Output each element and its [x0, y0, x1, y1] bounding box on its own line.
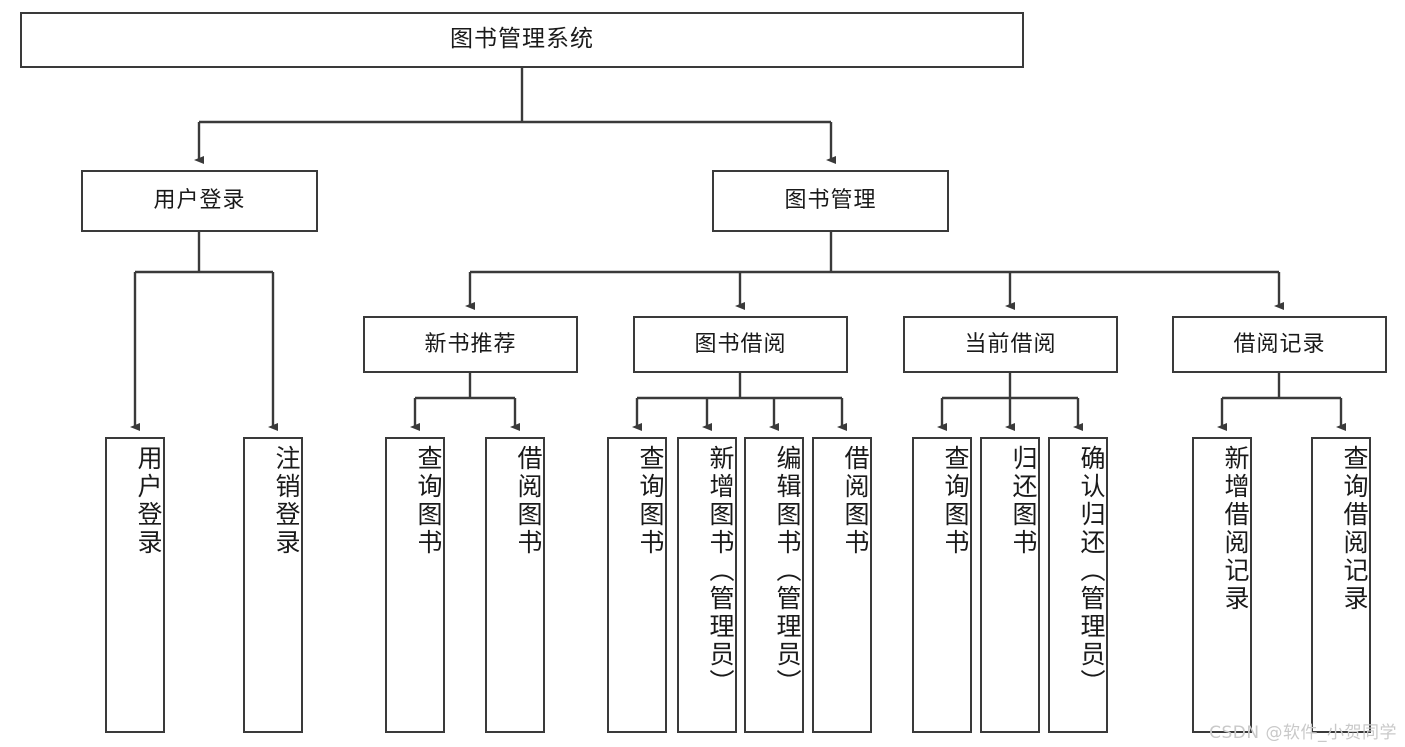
node-leaf-borrow-book-2-label: 借阅图书 [841, 445, 870, 557]
node-leaf-borrow-book-1[interactable]: 借阅图书 [485, 437, 545, 733]
node-leaf-return-book-label: 归还图书 [1009, 445, 1038, 557]
node-leaf-query-book-3-label: 查询图书 [941, 445, 970, 557]
node-leaf-user-login-label: 用户登录 [134, 445, 163, 557]
node-book-borrow-label: 图书借阅 [694, 331, 787, 357]
node-leaf-query-record-label: 查询借阅记录 [1340, 445, 1369, 613]
node-book-management[interactable]: 图书管理 [712, 170, 949, 232]
node-leaf-confirm-return[interactable]: 确认归还（管理员） [1048, 437, 1108, 733]
node-leaf-edit-book[interactable]: 编辑图书（管理员） [744, 437, 804, 733]
node-leaf-query-book-2[interactable]: 查询图书 [607, 437, 667, 733]
node-borrow-record-label: 借阅记录 [1233, 331, 1326, 357]
node-current-borrow[interactable]: 当前借阅 [903, 316, 1118, 373]
node-leaf-query-book-3[interactable]: 查询图书 [912, 437, 972, 733]
node-leaf-confirm-return-label: 确认归还（管理员） [1077, 445, 1106, 697]
node-leaf-user-logout[interactable]: 注销登录 [243, 437, 303, 733]
node-leaf-query-book-1-label: 查询图书 [414, 445, 443, 557]
node-leaf-add-record-label: 新增借阅记录 [1221, 445, 1250, 613]
node-leaf-return-book[interactable]: 归还图书 [980, 437, 1040, 733]
node-user-login[interactable]: 用户登录 [81, 170, 318, 232]
node-leaf-query-book-2-label: 查询图书 [636, 445, 665, 557]
node-leaf-query-record[interactable]: 查询借阅记录 [1311, 437, 1371, 733]
node-current-borrow-label: 当前借阅 [964, 331, 1057, 357]
node-leaf-borrow-book-1-label: 借阅图书 [514, 445, 543, 557]
node-new-book-recommend-label: 新书推荐 [424, 331, 517, 357]
node-leaf-user-logout-label: 注销登录 [272, 445, 301, 557]
node-leaf-add-book[interactable]: 新增图书（管理员） [677, 437, 737, 733]
node-book-borrow[interactable]: 图书借阅 [633, 316, 848, 373]
node-new-book-recommend[interactable]: 新书推荐 [363, 316, 578, 373]
node-book-management-label: 图书管理 [784, 188, 877, 214]
csdn-watermark: CSDN @软件_小贺同学 [1209, 723, 1397, 743]
node-leaf-add-record[interactable]: 新增借阅记录 [1192, 437, 1252, 733]
node-borrow-record[interactable]: 借阅记录 [1172, 316, 1387, 373]
node-leaf-edit-book-label: 编辑图书（管理员） [773, 445, 802, 697]
node-leaf-query-book-1[interactable]: 查询图书 [385, 437, 445, 733]
node-user-login-label: 用户登录 [153, 188, 246, 214]
node-leaf-borrow-book-2[interactable]: 借阅图书 [812, 437, 872, 733]
node-root[interactable]: 图书管理系统 [20, 12, 1024, 68]
node-leaf-add-book-label: 新增图书（管理员） [706, 445, 735, 697]
node-leaf-user-login[interactable]: 用户登录 [105, 437, 165, 733]
node-root-label: 图书管理系统 [450, 26, 594, 53]
